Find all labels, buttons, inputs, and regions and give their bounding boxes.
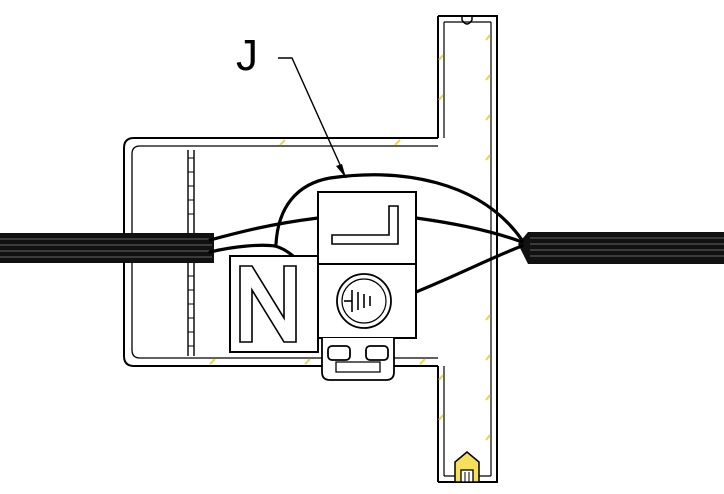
wire-left-upper xyxy=(208,216,320,242)
wire-right-upper xyxy=(414,216,524,244)
plate-yellow-dashes xyxy=(438,34,491,441)
callout-label-j: J xyxy=(236,31,258,80)
terminal-clip xyxy=(321,338,395,381)
plate-grip-icon xyxy=(454,451,480,483)
callout-leader xyxy=(278,57,347,179)
housing-yellow-dashes xyxy=(209,139,426,365)
wire-earth-loop xyxy=(274,173,524,246)
earth-symbol-icon xyxy=(344,290,371,312)
terminal-earth xyxy=(317,263,417,339)
terminal-n xyxy=(229,255,319,353)
terminal-l xyxy=(317,191,417,265)
mounting-plate xyxy=(437,15,498,483)
callout-arrowhead-icon xyxy=(336,164,346,178)
wire-right-lower xyxy=(414,244,524,294)
right-cable xyxy=(518,232,724,264)
left-cable xyxy=(0,233,214,263)
